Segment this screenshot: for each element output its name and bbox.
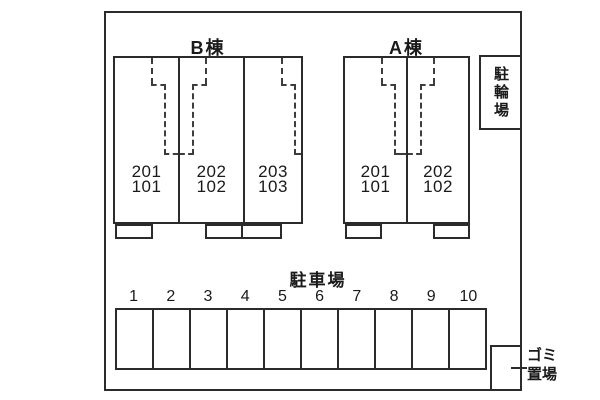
parking-space-number: 3: [203, 288, 213, 305]
building-a: 201 101 202 102: [343, 56, 470, 224]
unit-number-label: 203 103: [245, 162, 301, 196]
unit-upper-number: 201: [131, 162, 162, 181]
parking-space-cell: [374, 310, 411, 368]
parking-lot-title: 駐車場: [289, 271, 347, 290]
parking-space-cell: [189, 310, 226, 368]
parking-space-number: 6: [315, 288, 325, 305]
parking-space-number: 4: [240, 288, 250, 305]
unit-number-label: 202 102: [180, 162, 243, 196]
unit-b-203-103: 203 103: [243, 58, 301, 222]
entrance-porch: [345, 224, 382, 239]
parking-space-number: 1: [129, 288, 139, 305]
unit-upper-number: 201: [360, 162, 391, 181]
site-boundary: [104, 11, 522, 391]
parking-space-number: 8: [389, 288, 399, 305]
unit-number-label: 201 101: [115, 162, 178, 196]
parking-space-cell: [300, 310, 337, 368]
parking-space-number: 2: [166, 288, 176, 305]
unit-b-202-102: 202 102: [178, 58, 243, 222]
garbage-label-line2: 置場: [527, 366, 558, 383]
unit-a-202-102: 202 102: [406, 58, 468, 222]
parking-space-cell: [117, 310, 152, 368]
parking-space-cell: [411, 310, 448, 368]
parking-space-cell: [226, 310, 263, 368]
unit-upper-number: 203: [258, 162, 288, 181]
unit-upper-number: 202: [196, 162, 227, 181]
parking-space-number: 7: [352, 288, 362, 305]
building-b: 201 101 202 102 203 103: [113, 56, 303, 224]
building-a-title: A棟: [389, 38, 424, 58]
unit-number-label: 202 102: [408, 162, 468, 196]
parking-space-number: 9: [426, 288, 436, 305]
unit-a-201-101: 201 101: [345, 58, 406, 222]
unit-upper-number: 202: [423, 162, 453, 181]
parking-space-cell: [152, 310, 189, 368]
building-b-title: B棟: [190, 38, 226, 58]
parking-spaces-row: [115, 308, 487, 370]
unit-number-label: 201 101: [345, 162, 406, 196]
parking-space-number: 5: [277, 288, 287, 305]
bicycle-parking-box: 駐輪場: [479, 55, 522, 130]
parking-space-cell: [448, 310, 485, 368]
parking-space-cell: [263, 310, 300, 368]
entrance-porch: [115, 224, 153, 239]
unit-lower-number: 102: [196, 177, 227, 196]
garbage-leader-line: [511, 367, 527, 369]
entrance-porch: [241, 224, 282, 239]
garbage-label-line1: ゴミ: [527, 347, 558, 364]
unit-lower-number: 102: [423, 177, 453, 196]
unit-b-201-101: 201 101: [115, 58, 178, 222]
parking-space-numbers: 1 2 3 4 5 6 7 8 9 10: [115, 288, 487, 305]
unit-lower-number: 101: [131, 177, 162, 196]
unit-lower-number: 101: [360, 177, 391, 196]
entrance-porch: [433, 224, 470, 239]
garbage-area-label: ゴミ 置場: [527, 346, 573, 384]
entrance-porch: [205, 224, 243, 239]
bicycle-parking-label: 駐輪場: [492, 65, 509, 120]
parking-space-number: 10: [459, 288, 478, 305]
unit-lower-number: 103: [258, 177, 288, 196]
parking-space-cell: [337, 310, 374, 368]
